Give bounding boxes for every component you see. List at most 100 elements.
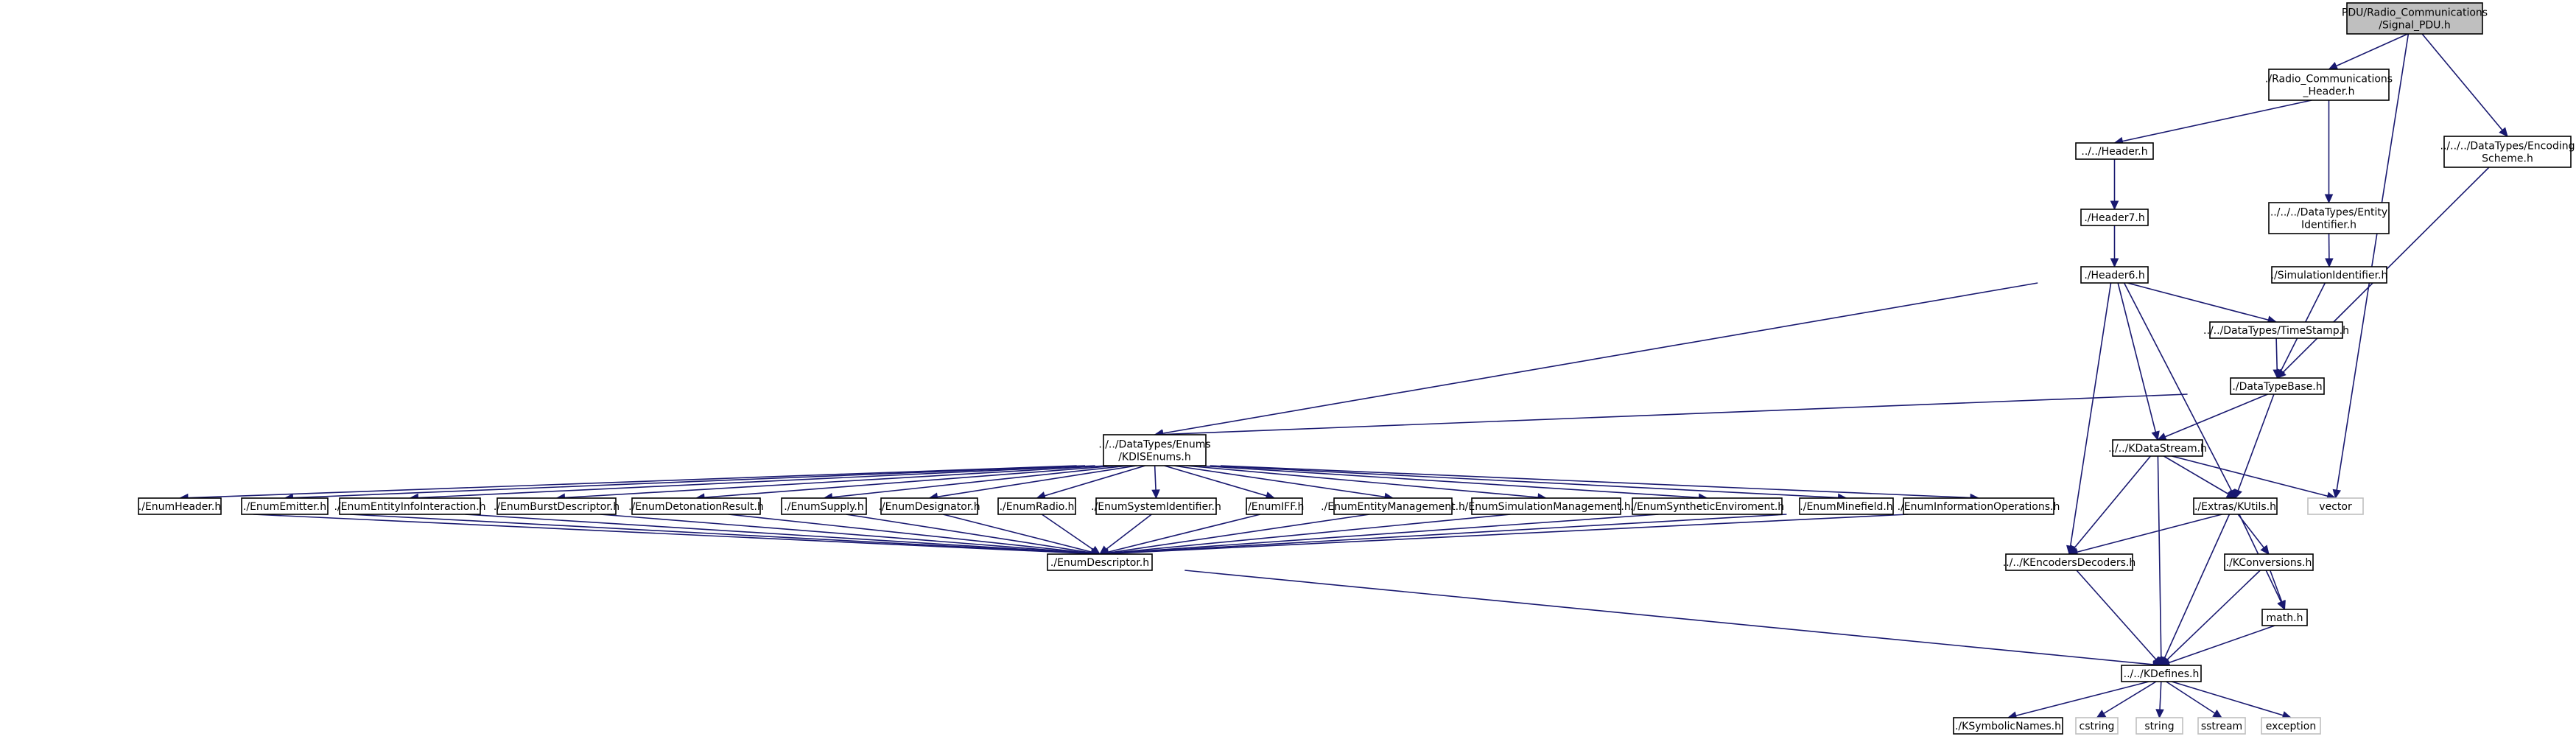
node-box: [880, 497, 978, 515]
node-box: [1471, 497, 1621, 515]
node-enum_designator[interactable]: ./EnumDesignator.h: [878, 497, 980, 515]
node-enum_emitter[interactable]: ./EnumEmitter.h: [241, 497, 329, 515]
node-label: _Header.h: [2302, 86, 2354, 98]
edge-line: [253, 514, 1101, 555]
node-datatypebase[interactable]: ./DataTypeBase.h: [2230, 377, 2325, 395]
node-label: ./KSymbolicNames.h: [1955, 721, 2061, 732]
node-enum_minefield[interactable]: ./EnumMinefield.h: [1799, 497, 1894, 515]
node-label: ../../../DataTypes/Entity: [2270, 207, 2387, 219]
node-label: ../../Header.h: [2081, 146, 2147, 158]
node-enum_iff[interactable]: ./EnumIFF.h: [1245, 497, 1305, 515]
node-string[interactable]: string: [2135, 717, 2183, 735]
node-label: ./Header6.h: [2084, 270, 2144, 281]
node-box: [2261, 609, 2308, 626]
node-label: ../../KEncodersDecoders.h: [2003, 557, 2135, 569]
node-label: /KDISEnums.h: [1118, 452, 1191, 463]
node-enum_sysid[interactable]: ./EnumSystemIdentifier.h: [1091, 497, 1221, 515]
edge-enum_descriptor-to-kdefines: [1185, 570, 2163, 669]
node-enum_simmgmt[interactable]: ./EnumSimulationManagement.h: [1461, 497, 1631, 515]
node-box: [2135, 717, 2183, 735]
graph-nodes: PDU/Radio_Communications/Signal_PDU.h ./R…: [138, 2, 2575, 735]
node-math[interactable]: math.h: [2261, 609, 2308, 626]
edge-disenums-to-enum_iff: [1164, 465, 1276, 500]
node-enum_synth[interactable]: ./EnumSyntheticEnviroment.h: [1630, 497, 1784, 515]
edge-line: [2157, 455, 2162, 666]
edge-kdatastream-to-kencoders: [2068, 455, 2152, 555]
node-enum_entitymgmt[interactable]: ./EnumEntityManagement.h: [1321, 497, 1465, 515]
edge-kconversions-to-kdefines: [2161, 570, 2261, 666]
node-ksymbolic[interactable]: ./KSymbolicNames.h: [1953, 717, 2063, 735]
edge-line: [2161, 514, 2231, 666]
node-box: [2271, 266, 2387, 284]
node-box: [2230, 377, 2325, 395]
node-label: ./KConversions.h: [2226, 557, 2312, 569]
node-box: [1103, 434, 1207, 466]
node-header[interactable]: ../../Header.h: [2075, 142, 2154, 160]
node-kutils[interactable]: ./Extras/KUtils.h: [2193, 497, 2278, 515]
node-label: math.h: [2267, 612, 2303, 624]
node-signal_pdu[interactable]: PDU/Radio_Communications/Signal_PDU.h: [2342, 2, 2488, 35]
node-header6[interactable]: ./Header6.h: [2080, 266, 2149, 284]
edge-disenums-to-enum_infoops: [1220, 465, 1980, 503]
node-enum_descriptor[interactable]: ./EnumDescriptor.h: [1047, 553, 1153, 571]
node-label: exception: [2266, 721, 2316, 732]
edge-line: [349, 514, 1101, 555]
node-box: [2209, 321, 2343, 339]
edge-enum_emitter-to-enum_descriptor: [349, 514, 1101, 559]
edge-enum_synth-to-enum_descriptor: [1098, 514, 1659, 558]
node-box: [2268, 69, 2390, 101]
edge-kutils-to-kconversions: [2237, 514, 2270, 555]
node-kdatastream[interactable]: ../../KDataStream.h: [2108, 439, 2207, 457]
edge-line: [846, 514, 1101, 555]
node-cstring[interactable]: cstring: [2075, 717, 2119, 735]
edge-line: [1099, 514, 1787, 555]
node-disenums[interactable]: ../../DataTypes/Enums/KDISEnums.h: [1098, 434, 1211, 466]
node-kencoders[interactable]: ../../KEncodersDecoders.h: [2003, 553, 2135, 571]
edge-kdatastream-to-kdefines: [2157, 455, 2166, 667]
node-label: ./EnumEntityInfoInteraction.h: [334, 501, 485, 513]
node-exception[interactable]: exception: [2261, 717, 2321, 735]
edge-disenums-to-enum_detonation: [695, 465, 1118, 502]
edge-line: [1185, 570, 2162, 666]
edge-arrowhead: [2096, 710, 2107, 718]
node-label: ./EnumMinefield.h: [1800, 501, 1892, 513]
edge-arrowhead: [2212, 709, 2223, 718]
node-enum_infoops[interactable]: ./EnumInformationOperations.h: [1898, 497, 2060, 515]
edge-line: [1036, 465, 1145, 499]
node-label: PDU/Radio_Communications: [2342, 7, 2488, 19]
node-label: ./EnumIFF.h: [1245, 501, 1305, 513]
edge-kutils-to-kdefines: [2161, 514, 2231, 667]
edge-enum_entityinfo-to-enum_descriptor: [465, 514, 1101, 559]
node-label: /Signal_PDU.h: [2379, 20, 2451, 32]
node-enum_radio[interactable]: ./EnumRadio.h: [997, 497, 1076, 515]
node-vector[interactable]: vector: [2307, 497, 2364, 515]
node-sstream[interactable]: sstream: [2197, 717, 2246, 735]
node-timestamp[interactable]: ../../DataTypes/TimeStamp.h: [2203, 321, 2349, 339]
edge-line: [2421, 33, 2508, 137]
node-enum_burst[interactable]: ./EnumBurstDescriptor.h: [494, 497, 620, 515]
node-label: ./Radio_Communications: [2265, 74, 2393, 85]
node-kdefines[interactable]: ../../KDefines.h: [2121, 665, 2202, 682]
edge-kdefines-to-ksymbolic: [2007, 681, 2149, 720]
node-enum_entityinfo[interactable]: ./EnumEntityInfoInteraction.h: [334, 497, 486, 515]
edge-header6-to-timestamp: [2127, 282, 2278, 324]
node-box: [2121, 665, 2202, 682]
edge-line: [1099, 514, 1511, 555]
node-simulation_identifier[interactable]: ./SimulationIdentifier.h: [2271, 266, 2388, 284]
node-label: ./EnumRadio.h: [1000, 501, 1075, 513]
node-header7[interactable]: ./Header7.h: [2080, 209, 2149, 226]
node-kconversions[interactable]: ./KConversions.h: [2224, 553, 2314, 571]
node-enum_header[interactable]: ./EnumHeader.h: [138, 497, 222, 515]
node-enum_supply[interactable]: ./EnumSupply.h: [781, 497, 867, 515]
edge-datatypebase-to-kdatastream: [2156, 393, 2268, 441]
node-radio_comm_header[interactable]: ./Radio_Communications_Header.h: [2265, 69, 2393, 101]
node-label: Identifier.h: [2301, 220, 2356, 231]
node-enum_detonation[interactable]: ./EnumDetonationResult.h: [628, 497, 764, 515]
node-box: [339, 497, 481, 515]
node-label: ../../../DataTypes/Encoding: [2440, 141, 2575, 153]
edge-kutils-to-kencoders: [2068, 514, 2222, 556]
edge-arrowhead: [2260, 545, 2270, 555]
node-label: ./EnumDetonationResult.h: [628, 501, 764, 513]
